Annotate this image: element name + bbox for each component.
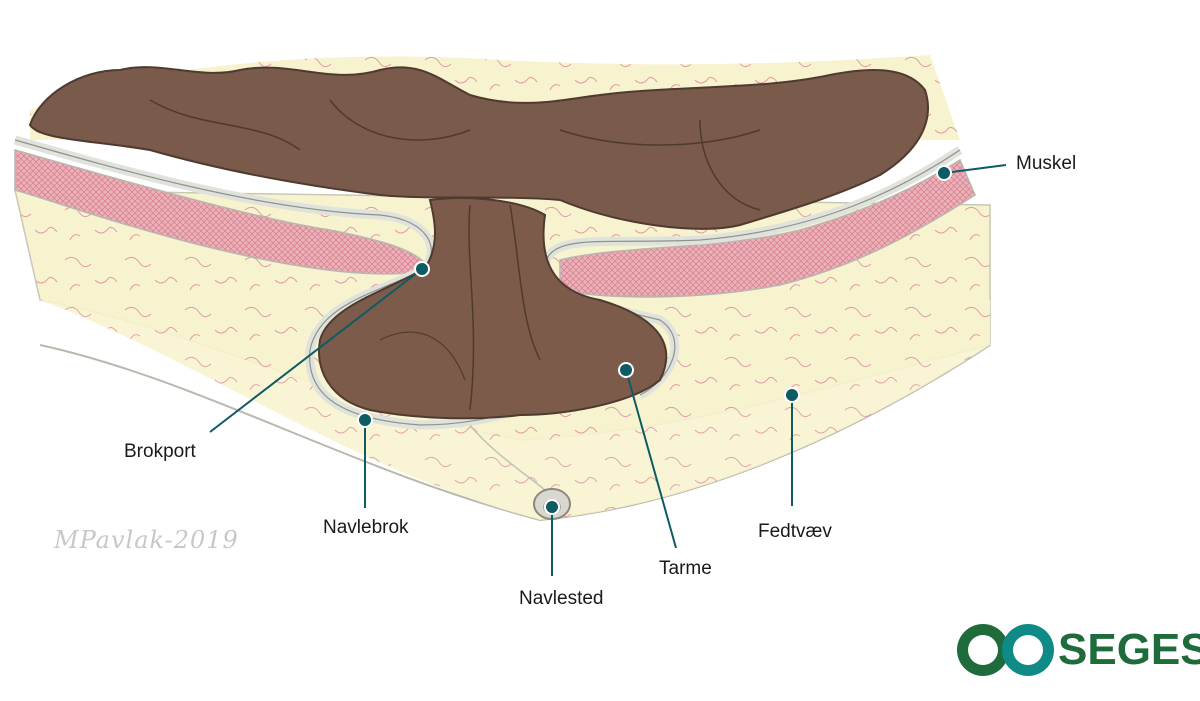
intestine-fold-3 <box>559 129 761 146</box>
label-navlebrok: Navlebrok <box>323 517 409 538</box>
intestines-upper <box>28 66 929 230</box>
membrane-left-outline <box>14 139 432 269</box>
label-brokport: Brokport <box>124 441 196 462</box>
label-fedtvaev: Fedtvæv <box>758 521 832 542</box>
hernia-sac-outline <box>309 267 521 426</box>
pointer-dot-navlebrok <box>357 412 373 428</box>
pointer-lines <box>209 164 1007 576</box>
pointer-dot-tarme <box>618 362 634 378</box>
intestine-fold-7 <box>379 331 466 381</box>
seges-logo <box>957 624 1054 676</box>
pointer-dot-fedtvaev <box>784 387 800 403</box>
muscle-right <box>559 158 976 298</box>
pointer-line-tarme <box>625 369 677 549</box>
membrane-right-outline <box>544 149 961 396</box>
label-navlested: Navlested <box>519 588 604 609</box>
pointer-line-brokport <box>209 268 423 433</box>
label-muskel: Muskel <box>1016 153 1077 174</box>
intestine-fold-4 <box>699 119 761 211</box>
artist-signature: MPavlak-2019 <box>54 526 239 554</box>
intestine-fold-5 <box>468 204 475 411</box>
pointer-dot-brokport <box>414 261 430 277</box>
intestine-fold-1 <box>149 99 301 151</box>
pointer-line-muskel <box>943 164 1007 174</box>
intestine-fold-2 <box>329 99 471 141</box>
label-tarme: Tarme <box>659 558 712 579</box>
intestine-fold-6 <box>509 204 541 361</box>
logo-ring-right-inner <box>1013 635 1043 665</box>
navel-scar-line <box>469 424 546 491</box>
logo-wordmark: SEGES <box>1058 625 1200 674</box>
intestines-herniated <box>318 197 668 420</box>
logo-ring-left-inner <box>968 635 998 665</box>
pointer-dot-muskel <box>936 165 952 181</box>
pointer-dot-navlested <box>544 499 560 515</box>
pointer-dots <box>357 165 952 515</box>
